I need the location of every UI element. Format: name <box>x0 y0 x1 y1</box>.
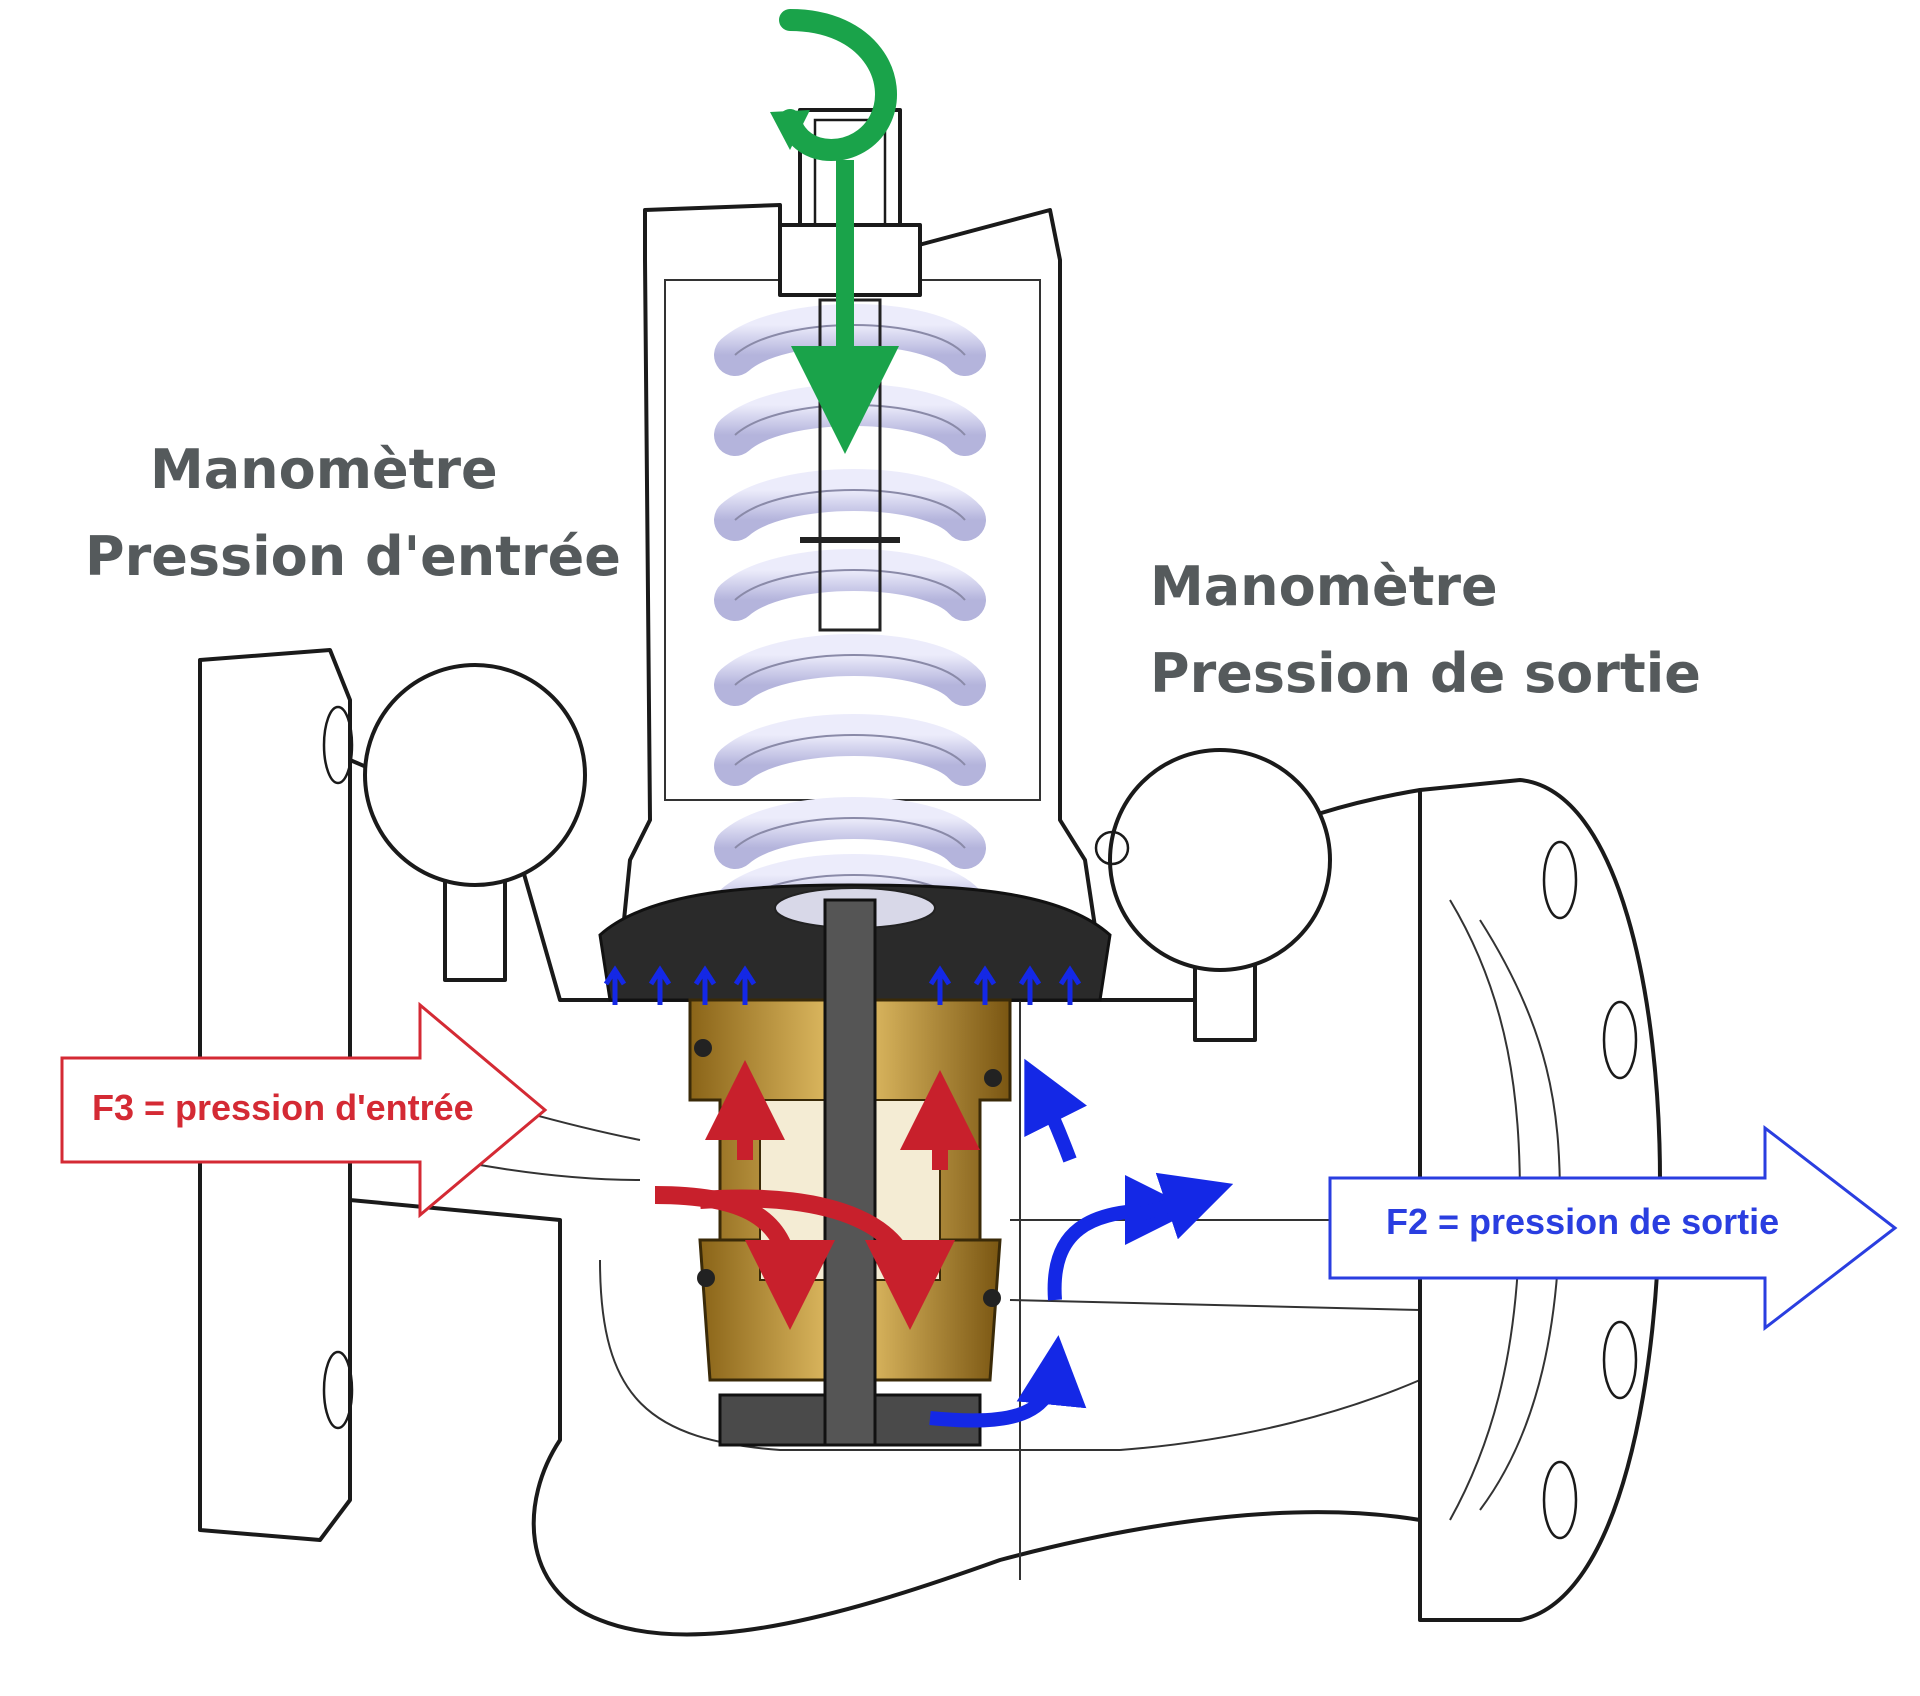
inlet-gauge-label-line1: Manomètre <box>150 438 498 501</box>
inlet-gauge-label-line2: Pression d'entrée <box>85 525 621 588</box>
adjust-rotation-arrow <box>770 9 897 161</box>
spring-coil-outline <box>734 817 966 849</box>
outlet-flow-arrows <box>929 1058 1234 1428</box>
spring-coil-outline <box>734 569 966 601</box>
inlet-gauge <box>363 663 587 982</box>
spring-coil-outline <box>734 489 966 521</box>
spring-coil-outline <box>734 654 966 686</box>
valve-stem <box>823 898 877 1447</box>
pressure-arrow-up <box>733 965 757 1005</box>
pressure-arrow-up <box>693 965 717 1005</box>
diaphragm-pressure-arrows <box>603 965 1082 1005</box>
f3-label: F3 = pression d'entrée <box>92 1087 474 1128</box>
f2-arrow: F2 = pression de sortie <box>1328 1124 1898 1332</box>
pressure-arrow-up <box>973 965 997 1005</box>
outlet-gauge-label-line1: Manomètre <box>1150 555 1498 618</box>
pressure-arrow-up <box>1018 965 1042 1005</box>
pressure-arrow-up <box>1058 965 1082 1005</box>
f3-arrow: F3 = pression d'entrée <box>60 1001 548 1219</box>
outlet-gauge-label-line2: Pression de sortie <box>1150 642 1701 705</box>
inlet-flow-arrows <box>654 1060 980 1330</box>
pressure-arrow-up <box>603 965 627 1005</box>
outlet-gauge <box>1094 748 1332 1042</box>
spring-coil-outline <box>734 734 966 766</box>
f2-label: F2 = pression de sortie <box>1386 1201 1779 1242</box>
pressure-arrow-up <box>928 965 952 1005</box>
pressure-arrow-up <box>648 965 672 1005</box>
